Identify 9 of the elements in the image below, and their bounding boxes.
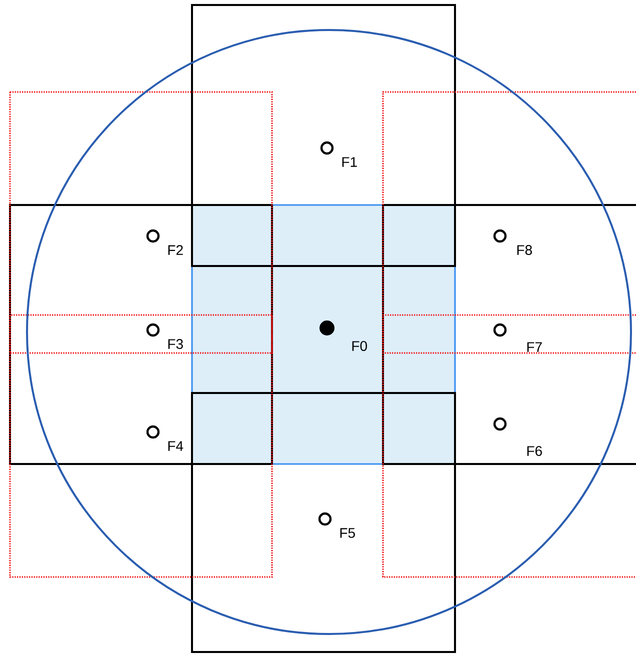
point-label: F2 bbox=[168, 245, 183, 255]
point-label: F3 bbox=[168, 339, 183, 349]
point-label: F5 bbox=[340, 528, 355, 538]
point-label: F1 bbox=[342, 157, 357, 167]
point-label: F6 bbox=[527, 446, 542, 456]
point-label: F8 bbox=[517, 245, 532, 255]
point-label: F4 bbox=[168, 441, 184, 451]
point-label: F0 bbox=[352, 341, 367, 351]
point-label: F7 bbox=[527, 342, 542, 352]
